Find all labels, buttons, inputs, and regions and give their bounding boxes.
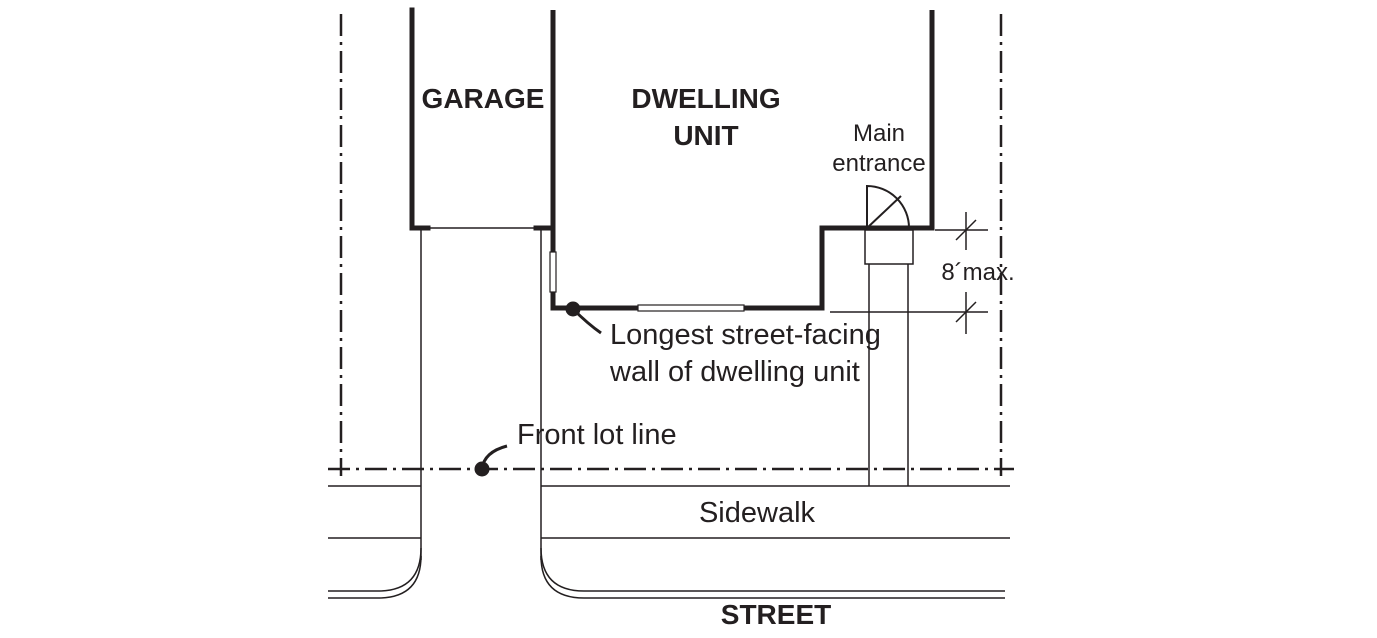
front-window [637, 304, 745, 312]
main-entrance-door [861, 184, 914, 265]
front-lot-line-label: Front lot line [517, 419, 677, 451]
side-lot-lines [339, 14, 1003, 476]
sidewalk-label: Sidewalk [699, 497, 816, 529]
side-window [549, 251, 557, 293]
dwelling-label-line1: DWELLING [631, 83, 780, 114]
dwelling-label-line2: UNIT [673, 120, 738, 151]
sidewalk-edges [328, 485, 1010, 539]
garage-walls [409, 7, 555, 231]
main-entrance-label-line2: entrance [832, 150, 925, 177]
entrance-walkway [868, 264, 909, 486]
garage-label: GARAGE [422, 83, 545, 114]
longest-wall-label-line1: Longest street-facing [610, 319, 881, 351]
dimension-label: 8´max. [941, 259, 1014, 286]
driveway [420, 230, 542, 560]
longest-wall-leader [565, 301, 602, 335]
longest-wall-label-line2: wall of dwelling unit [609, 356, 860, 388]
street-label: STREET [721, 599, 831, 630]
front-lot-line-leader [474, 444, 508, 477]
dwelling-unit-walls [550, 10, 935, 311]
main-entrance-label-line1: Main [853, 120, 905, 147]
street-curb [328, 547, 1005, 599]
dimension-marker [830, 212, 988, 334]
